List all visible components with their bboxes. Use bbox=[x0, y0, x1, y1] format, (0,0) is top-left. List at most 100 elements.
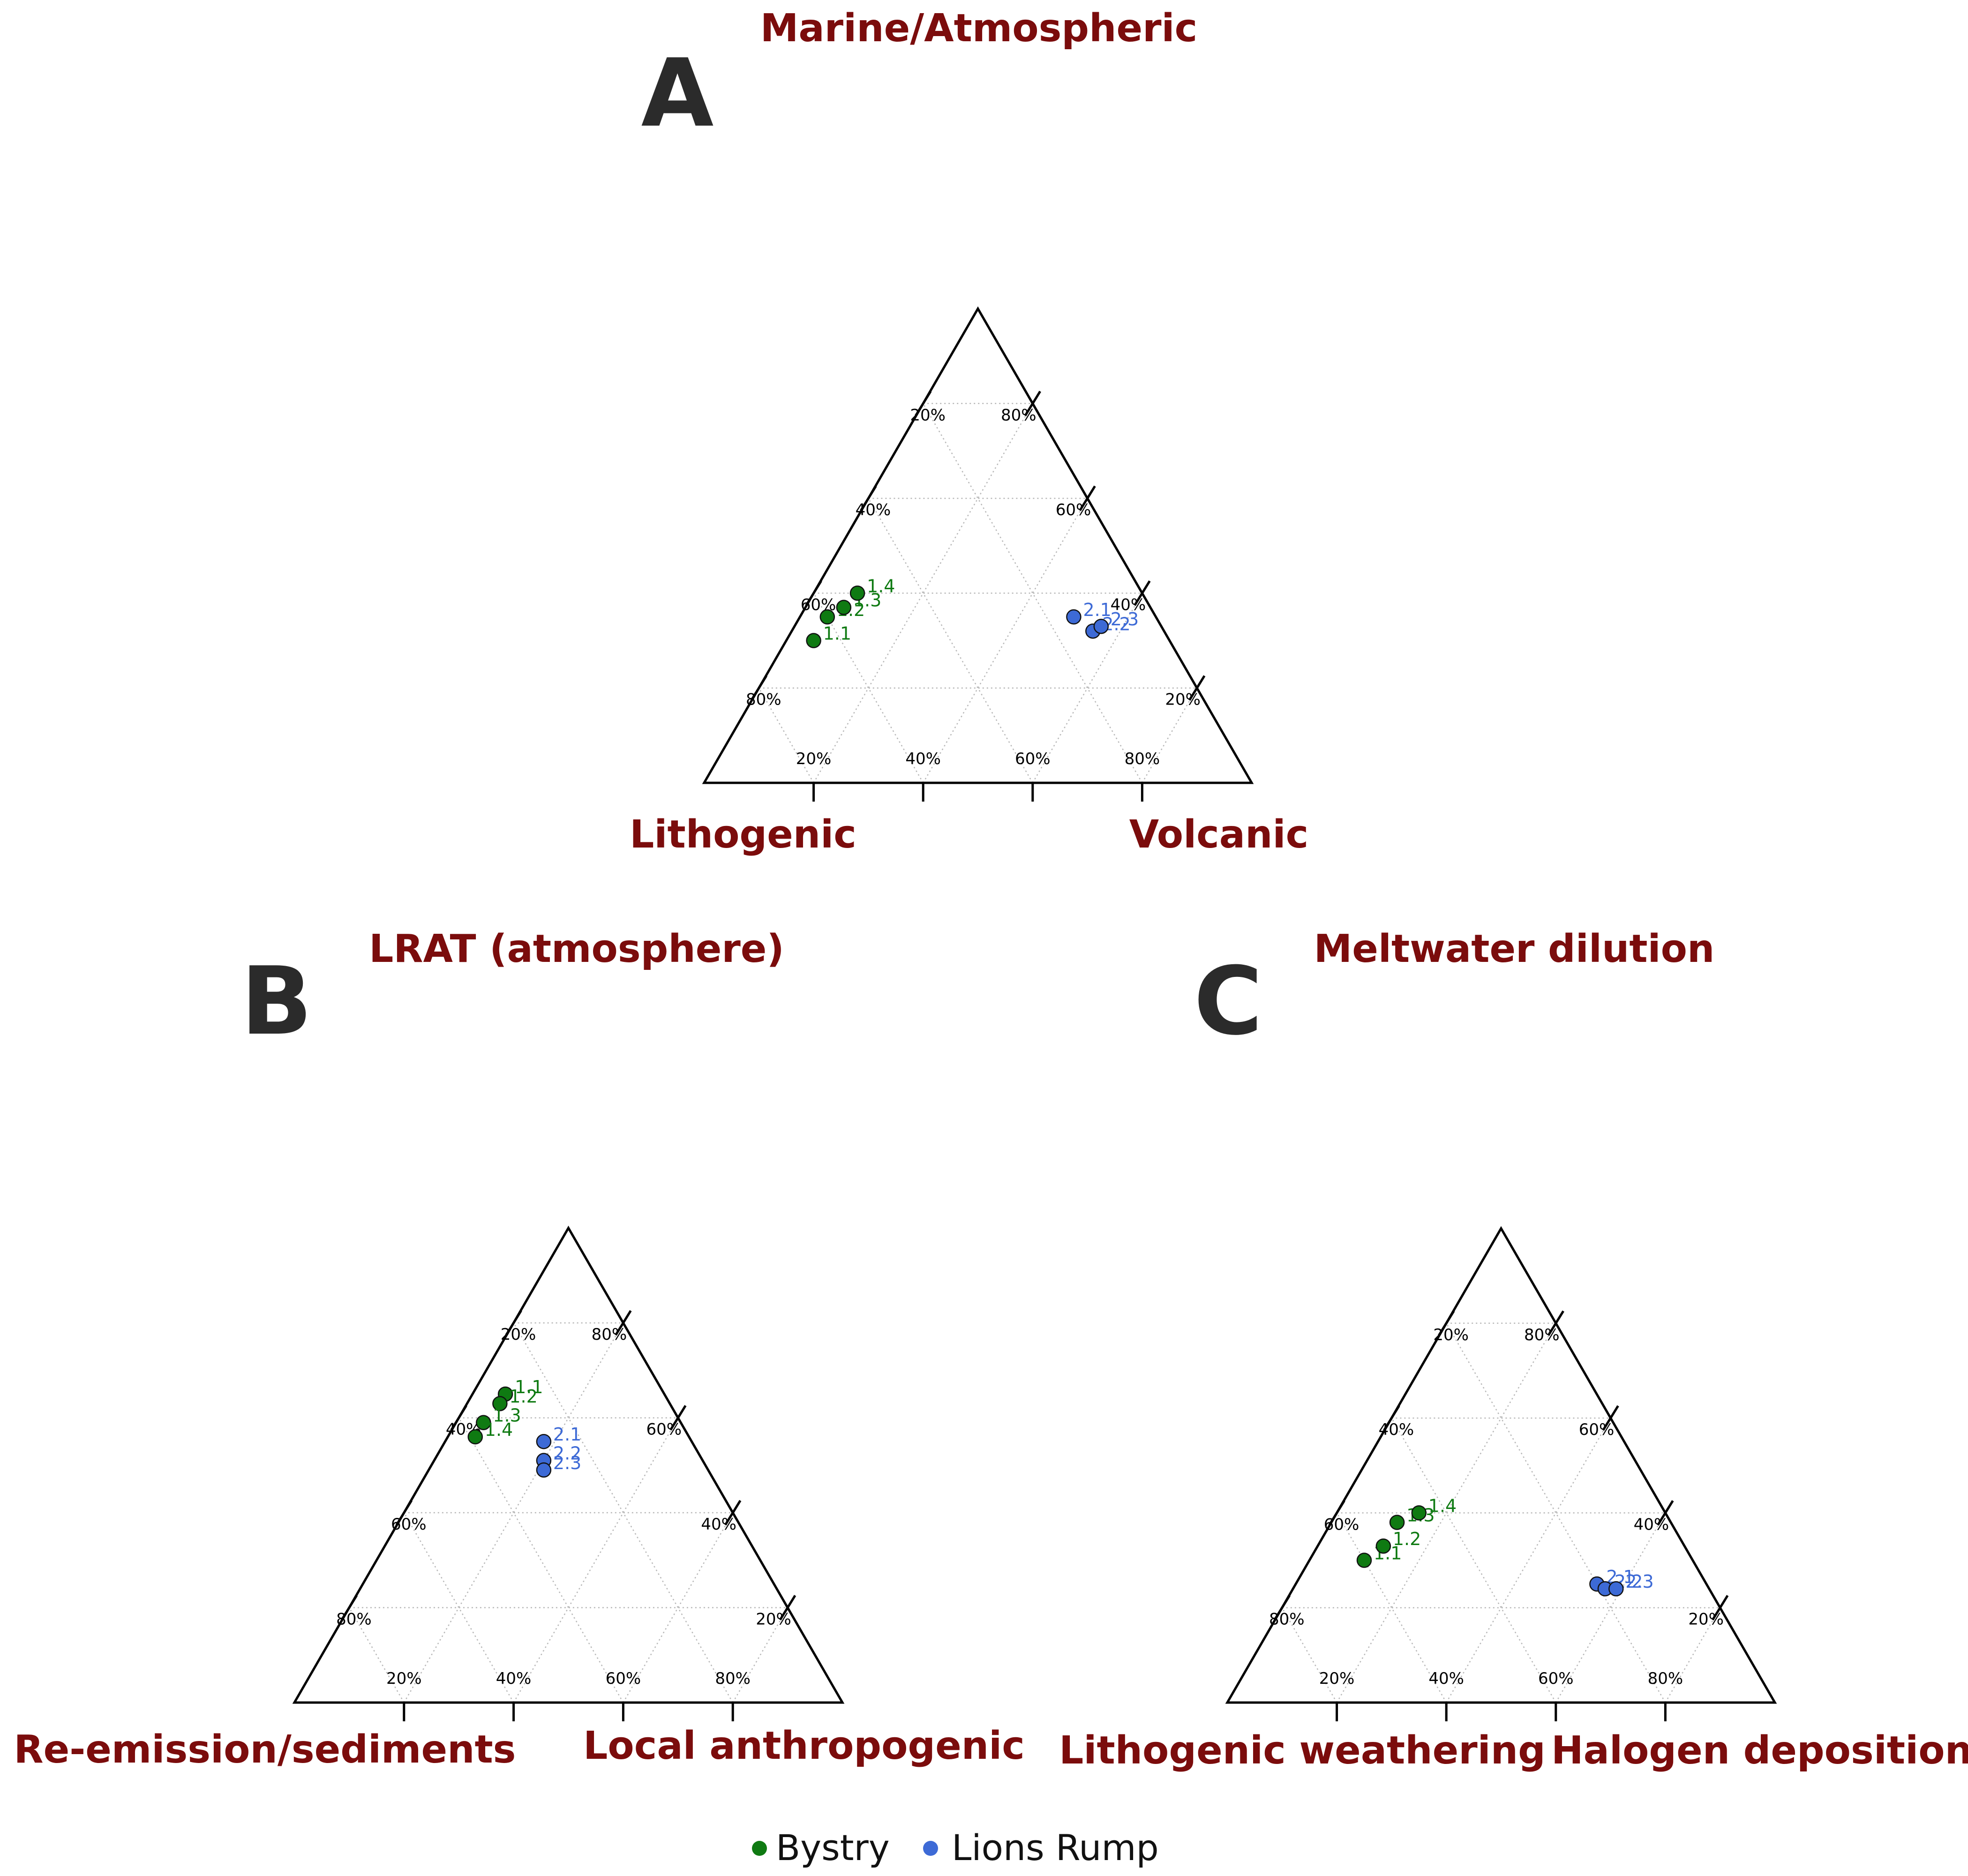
vertex-label-top: Marine/Atmospheric bbox=[760, 6, 1198, 51]
tick-label-right: 20% bbox=[756, 1610, 791, 1629]
vertex-label-left: Re-emission/sediments bbox=[14, 1727, 516, 1772]
data-point bbox=[1608, 1581, 1624, 1597]
data-point-label: 1.3 bbox=[493, 1405, 521, 1426]
tick-left bbox=[505, 1310, 522, 1336]
tick-left bbox=[1438, 1310, 1455, 1336]
grid-line bbox=[1446, 1323, 1666, 1703]
tick-label-right: 80% bbox=[592, 1325, 627, 1344]
data-point bbox=[492, 1396, 508, 1411]
tick-label-left: 20% bbox=[1433, 1326, 1469, 1344]
legend-marker-lions-rump bbox=[923, 1841, 938, 1856]
grid-line bbox=[868, 498, 1033, 783]
data-point-label: 2.1 bbox=[1083, 600, 1111, 620]
tick-label-bottom: 60% bbox=[1015, 750, 1051, 768]
grid-line bbox=[923, 498, 1088, 783]
grid-line bbox=[923, 403, 1143, 783]
grid-line bbox=[1391, 1418, 1556, 1703]
grid-line bbox=[1555, 1512, 1666, 1703]
tick-label-bottom: 20% bbox=[796, 750, 832, 768]
vertex-label-top: Meltwater dilution bbox=[1314, 927, 1715, 971]
tick-label-left: 20% bbox=[910, 406, 946, 425]
tick-right bbox=[1079, 485, 1096, 511]
tick-label-right: 60% bbox=[1579, 1420, 1615, 1439]
series-bystry: 1.11.21.31.4 bbox=[1356, 1495, 1457, 1568]
data-point-label: 1.2 bbox=[509, 1386, 537, 1407]
vertex-label-right: Halogen deposition bbox=[1551, 1728, 1968, 1773]
tick-label-bottom: 40% bbox=[905, 750, 941, 768]
tick-right bbox=[1602, 1405, 1619, 1431]
data-point bbox=[536, 1433, 552, 1449]
data-point-label: 1.2 bbox=[1393, 1529, 1421, 1549]
tick-label-right: 40% bbox=[701, 1515, 736, 1534]
series-bystry: 1.11.21.31.4 bbox=[467, 1377, 543, 1445]
tick-label-bottom: 80% bbox=[1125, 750, 1160, 768]
vertex-label-top: LRAT (atmosphere) bbox=[369, 927, 784, 971]
tick-label-bottom: 60% bbox=[1538, 1669, 1574, 1688]
grid-line bbox=[1281, 1607, 1337, 1703]
data-point bbox=[467, 1429, 483, 1445]
data-point-label: 2.3 bbox=[1625, 1571, 1653, 1592]
grid-lines bbox=[348, 1322, 789, 1703]
panel-letter: C bbox=[1194, 947, 1263, 1056]
tick-label-bottom: 20% bbox=[386, 1669, 422, 1688]
data-point bbox=[849, 585, 865, 601]
data-point bbox=[819, 609, 835, 625]
tick-label-right: 40% bbox=[1111, 595, 1146, 614]
tick-left bbox=[1328, 1500, 1345, 1526]
grid-line bbox=[623, 1512, 734, 1703]
grid-line bbox=[1446, 1418, 1611, 1703]
data-point bbox=[1356, 1553, 1372, 1568]
grid-line bbox=[513, 1322, 734, 1703]
tick-right bbox=[1024, 390, 1041, 417]
vertex-label-right: Volcanic bbox=[1129, 812, 1308, 857]
tick-left bbox=[860, 485, 877, 511]
tick-left bbox=[750, 675, 767, 701]
tick-label-right: 40% bbox=[1634, 1515, 1669, 1534]
grid-line bbox=[1336, 1512, 1447, 1703]
series-lions-rump: 2.12.22.3 bbox=[536, 1424, 581, 1478]
ternary-panel-b: 20%20%20%40%40%40%60%60%60%80%80%80%LRAT… bbox=[14, 927, 1024, 1772]
grid-line bbox=[403, 1512, 514, 1703]
tick-label-bottom: 20% bbox=[1319, 1669, 1355, 1688]
data-point bbox=[1375, 1538, 1391, 1554]
tick-left bbox=[340, 1595, 358, 1621]
data-point-label: 1.4 bbox=[1428, 1495, 1457, 1516]
grid-line bbox=[403, 1322, 624, 1703]
grid-line bbox=[1665, 1607, 1721, 1703]
tick-label-right: 20% bbox=[1165, 690, 1201, 709]
grid-line bbox=[758, 688, 814, 783]
grid-line bbox=[1142, 688, 1198, 783]
tick-right bbox=[615, 1310, 632, 1336]
data-point bbox=[836, 600, 852, 615]
tick-right bbox=[724, 1500, 742, 1526]
data-point bbox=[1066, 609, 1082, 625]
legend-label-lions-rump: Lions Rump bbox=[952, 1827, 1159, 1868]
data-point bbox=[476, 1415, 491, 1430]
tick-label-bottom: 40% bbox=[1428, 1669, 1464, 1688]
tick-label-left: 40% bbox=[1379, 1420, 1414, 1439]
tick-label-bottom: 80% bbox=[715, 1669, 751, 1688]
data-point-label: 1.4 bbox=[485, 1419, 513, 1440]
tick-left bbox=[805, 580, 822, 606]
tick-right bbox=[1547, 1310, 1564, 1336]
tick-label-left: 80% bbox=[336, 1610, 372, 1629]
tick-label-left: 20% bbox=[501, 1325, 536, 1344]
series-lions-rump: 2.12.22.3 bbox=[1066, 600, 1139, 639]
ternary-panel-a: 20%20%20%40%40%40%60%60%60%80%80%80%Mari… bbox=[630, 6, 1308, 857]
tick-label-right: 20% bbox=[1688, 1610, 1724, 1629]
data-point bbox=[1093, 618, 1109, 634]
tick-right bbox=[1657, 1500, 1674, 1526]
tick-label-right: 80% bbox=[1524, 1326, 1560, 1344]
triangle-outline bbox=[292, 1225, 845, 1704]
ternary-panel-c: 20%20%20%40%40%40%60%60%60%80%80%80%Melt… bbox=[1059, 927, 1968, 1773]
data-point bbox=[536, 1462, 552, 1478]
tick-label-bottom: 40% bbox=[496, 1669, 532, 1688]
tick-label-right: 60% bbox=[1056, 501, 1091, 519]
series-bystry: 1.11.21.31.4 bbox=[806, 576, 895, 648]
tick-left bbox=[1383, 1405, 1400, 1431]
grid-line bbox=[1336, 1323, 1556, 1703]
tick-label-bottom: 80% bbox=[1648, 1669, 1683, 1688]
tick-right bbox=[669, 1405, 687, 1431]
grid-lines bbox=[1281, 1322, 1721, 1703]
